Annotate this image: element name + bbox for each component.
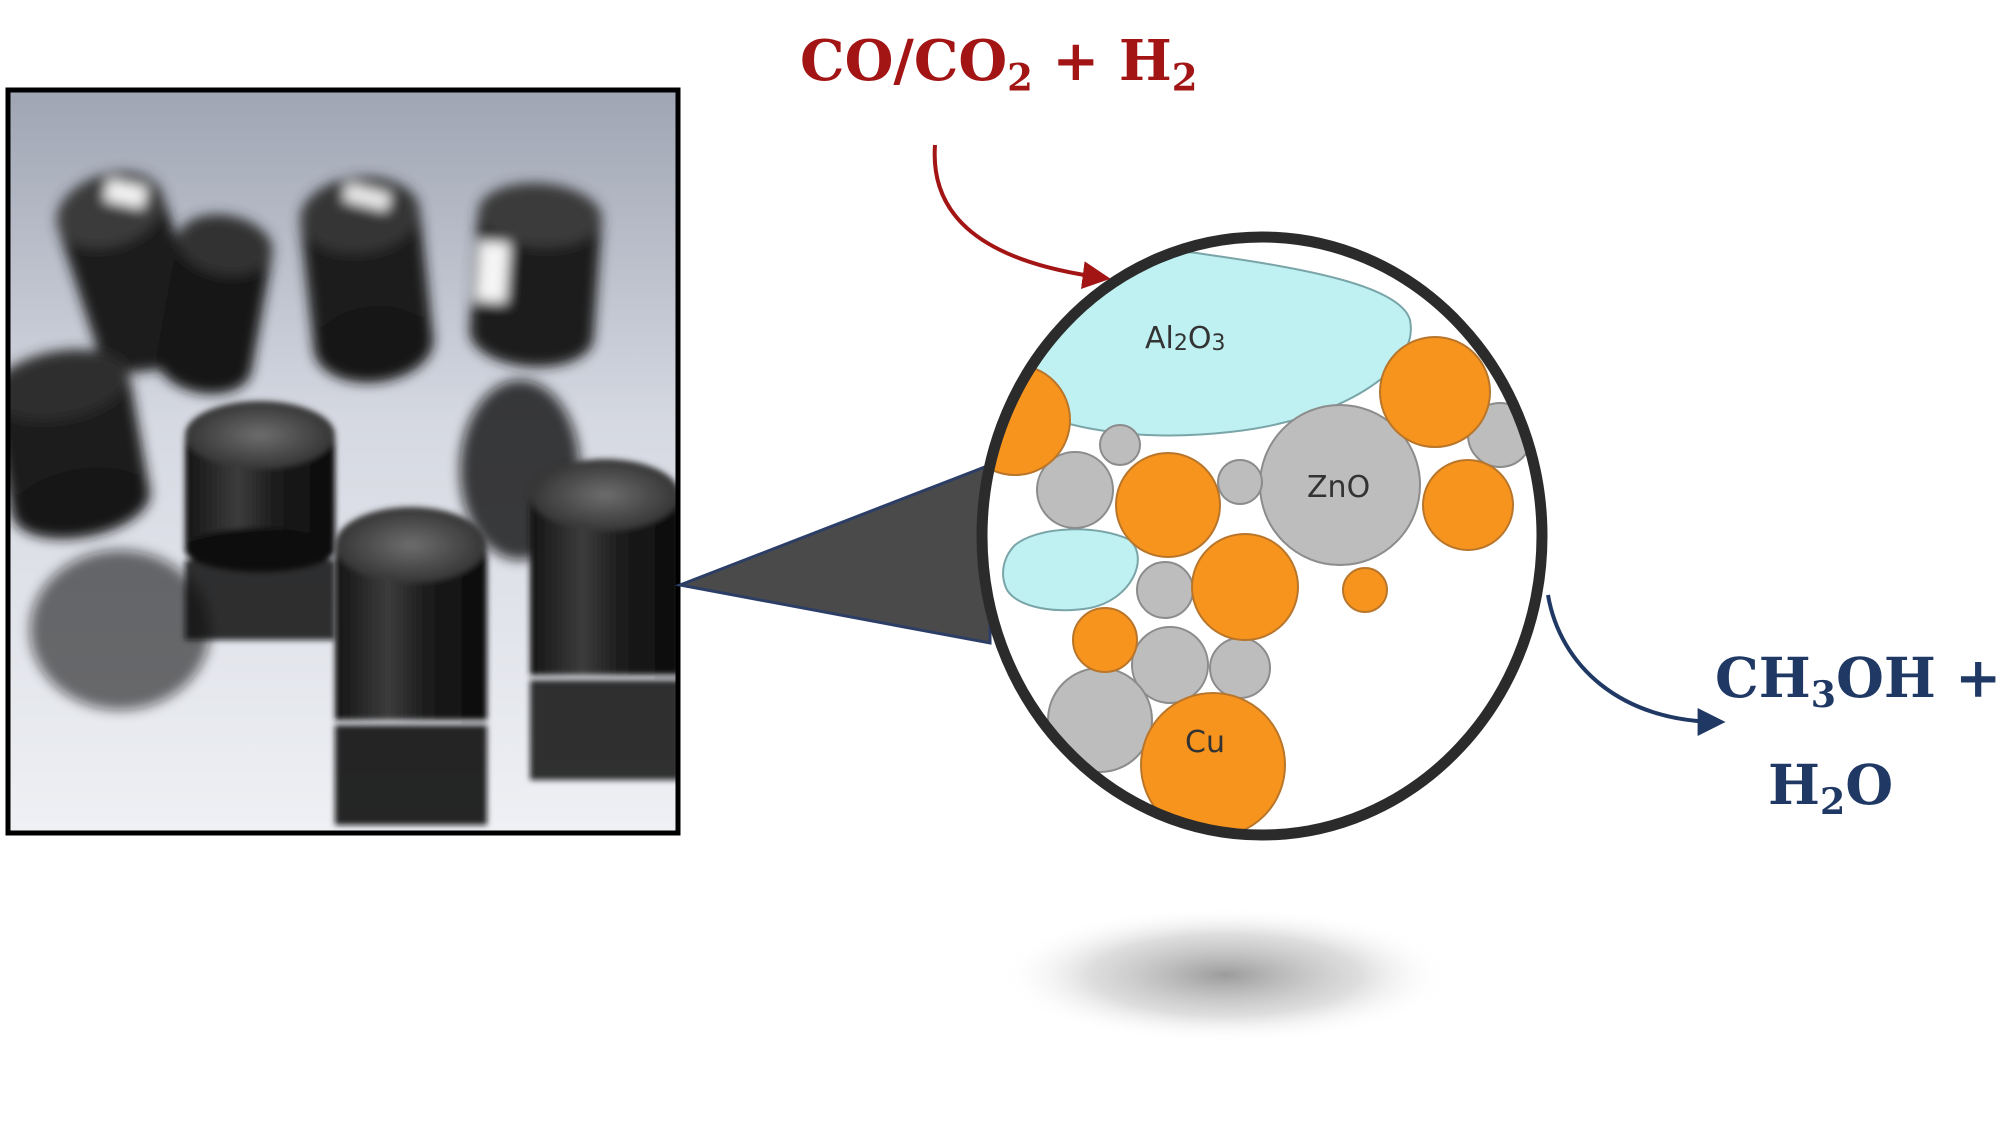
pellet-front-left xyxy=(185,401,335,640)
product-water-label: H2O xyxy=(1768,752,1894,824)
alumina-particle-small xyxy=(1002,528,1139,612)
product-methanol-label: CH3OH + xyxy=(1715,645,2000,717)
reactants-label: CO/CO2 + H2 xyxy=(800,28,1198,100)
catalyst-pellets-photo xyxy=(5,87,681,836)
zoom-cone xyxy=(674,462,992,645)
copper-label: Cu xyxy=(1185,725,1225,760)
curved-arrow-icon xyxy=(1546,594,1726,736)
pellet-front-right xyxy=(530,459,678,780)
lens-shadow xyxy=(1000,907,1450,1043)
magnifier-lens-rim xyxy=(976,231,1548,841)
curved-arrow-icon xyxy=(932,144,1111,290)
pellet-back-group xyxy=(8,171,602,710)
zinc-oxide-label: ZnO xyxy=(1307,470,1370,505)
alumina-label: Al2O3 xyxy=(1145,321,1225,356)
zinc-oxide-particles xyxy=(1036,402,1533,773)
copper-particles xyxy=(982,336,1514,835)
pellet-front-center xyxy=(335,507,487,825)
magnified-catalyst-view: Al2O3 ZnO Cu xyxy=(976,231,1548,841)
